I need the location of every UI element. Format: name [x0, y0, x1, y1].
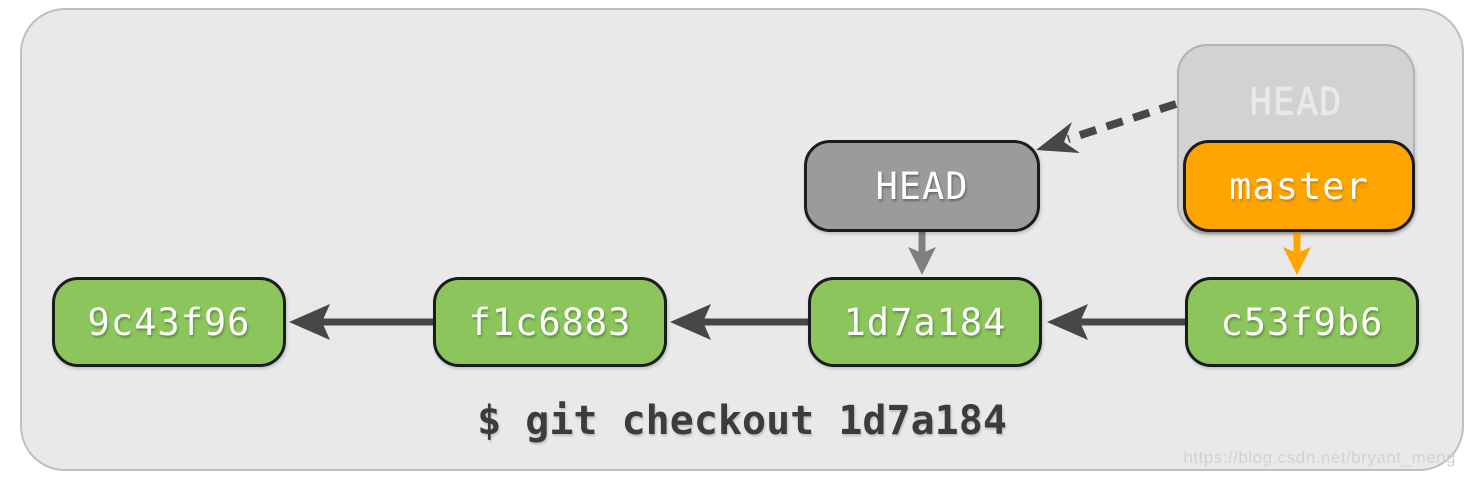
- head-pointer-arrow: [908, 232, 936, 275]
- head-move-dashed-arrow: [1036, 100, 1178, 153]
- head-label: HEAD: [875, 164, 969, 208]
- ghost-head-label: HEAD: [1249, 80, 1343, 123]
- commit-arrow-1d7a184-to-f1c6883: [670, 304, 808, 340]
- commit-hash: 9c43f96: [87, 300, 251, 344]
- commit-node-f1c6883: f1c6883: [433, 277, 667, 367]
- head-node: HEAD: [804, 140, 1040, 232]
- commit-node-c53f9b6: c53f9b6: [1185, 277, 1419, 367]
- master-branch-node: master: [1183, 140, 1415, 232]
- watermark-text: https://blog.csdn.net/bryant_meng: [1183, 448, 1456, 467]
- commit-arrow-f1c6883-to-9c43f96: [289, 304, 433, 340]
- commit-hash: c53f9b6: [1220, 300, 1384, 344]
- command-caption: $ git checkout 1d7a184: [477, 398, 1007, 444]
- commit-node-9c43f96: 9c43f96: [52, 277, 286, 367]
- commit-hash: f1c6883: [468, 300, 632, 344]
- commit-node-1d7a184: 1d7a184: [808, 277, 1042, 367]
- commit-arrow-c53f9b6-to-1d7a184: [1047, 304, 1185, 340]
- master-label: master: [1229, 164, 1369, 208]
- master-pointer-arrow: [1283, 232, 1311, 275]
- commit-hash: 1d7a184: [843, 300, 1007, 344]
